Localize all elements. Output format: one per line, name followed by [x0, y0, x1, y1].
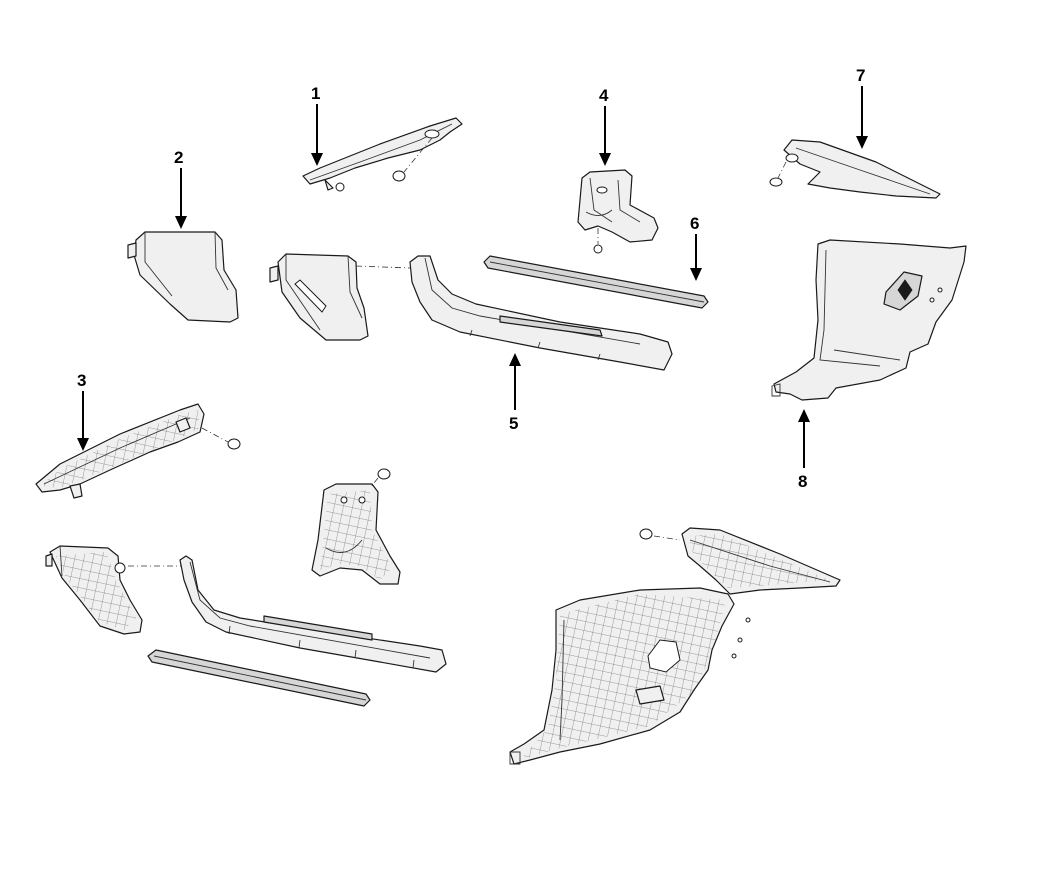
callout-8-label: 8 — [798, 472, 807, 491]
pillar-bracket-meshed — [311, 468, 401, 585]
callout-3-label: 3 — [77, 371, 86, 390]
part-8-quarter-lower — [771, 239, 967, 401]
callout-6-label: 6 — [690, 214, 699, 233]
part-1-pillar-trim — [302, 117, 463, 192]
part-3-clip — [227, 438, 241, 450]
part-3-pillar-lower — [35, 403, 241, 499]
callout-1: 1 — [311, 84, 323, 166]
callout-3: 3 — [77, 371, 89, 451]
callout-4: 4 — [599, 86, 611, 166]
callout-6: 6 — [690, 214, 702, 281]
rail-lower — [147, 649, 371, 707]
part-7-clip — [769, 177, 783, 187]
quarter-upper-meshed — [639, 527, 841, 595]
callout-2: 2 — [174, 148, 187, 229]
scuff-plate-lower — [179, 555, 447, 673]
callout-2-label: 2 — [174, 148, 183, 167]
part-6-rail — [483, 255, 709, 309]
part-2-kick-panel — [127, 231, 239, 323]
part-5-scuff-plate — [409, 255, 673, 371]
callout-5: 5 — [509, 353, 521, 433]
part-2b-kick-panel-inner — [269, 253, 411, 341]
part-4-bracket — [577, 169, 659, 254]
callout-7-label: 7 — [856, 66, 865, 85]
callout-4-label: 4 — [599, 86, 609, 105]
callout-7: 7 — [856, 66, 868, 149]
callout-1-label: 1 — [311, 84, 320, 103]
kick-panel-meshed — [45, 545, 182, 635]
callout-5-label: 5 — [509, 414, 518, 433]
part-4-clip — [593, 244, 603, 254]
callout-8: 8 — [798, 409, 810, 491]
part-7-quarter-upper — [769, 139, 941, 199]
quarter-lower-meshed — [509, 587, 751, 765]
part-1-clip — [392, 170, 406, 182]
